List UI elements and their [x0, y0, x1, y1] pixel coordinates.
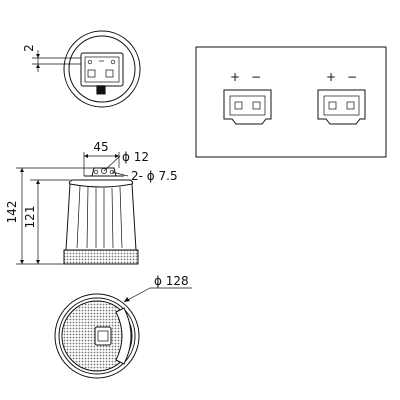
bottom-view — [54, 287, 192, 379]
minus-sign-2: − — [347, 70, 357, 84]
mount-spacing-label: 45 — [93, 140, 108, 154]
terminal-connector-1 — [223, 89, 272, 125]
total-height-label: 142 — [5, 201, 19, 224]
terminal-connector-2 — [317, 89, 366, 125]
bottom-diameter-label: ϕ 128 — [154, 274, 189, 288]
hole-diameter-label: ϕ 12 — [122, 150, 149, 164]
hole-pair-label: 2- ϕ 7.5 — [131, 169, 178, 183]
plus-sign-2: + — [326, 70, 336, 84]
terminal-offset-label: 2 — [22, 44, 36, 52]
terminal-detail-box — [195, 46, 387, 158]
body-height-label: 121 — [23, 206, 37, 229]
minus-sign-1: − — [251, 70, 261, 84]
plus-sign-1: + — [230, 70, 240, 84]
top-view: ■ — [32, 30, 141, 108]
svg-text:■: ■ — [95, 82, 106, 96]
side-view — [16, 152, 139, 265]
